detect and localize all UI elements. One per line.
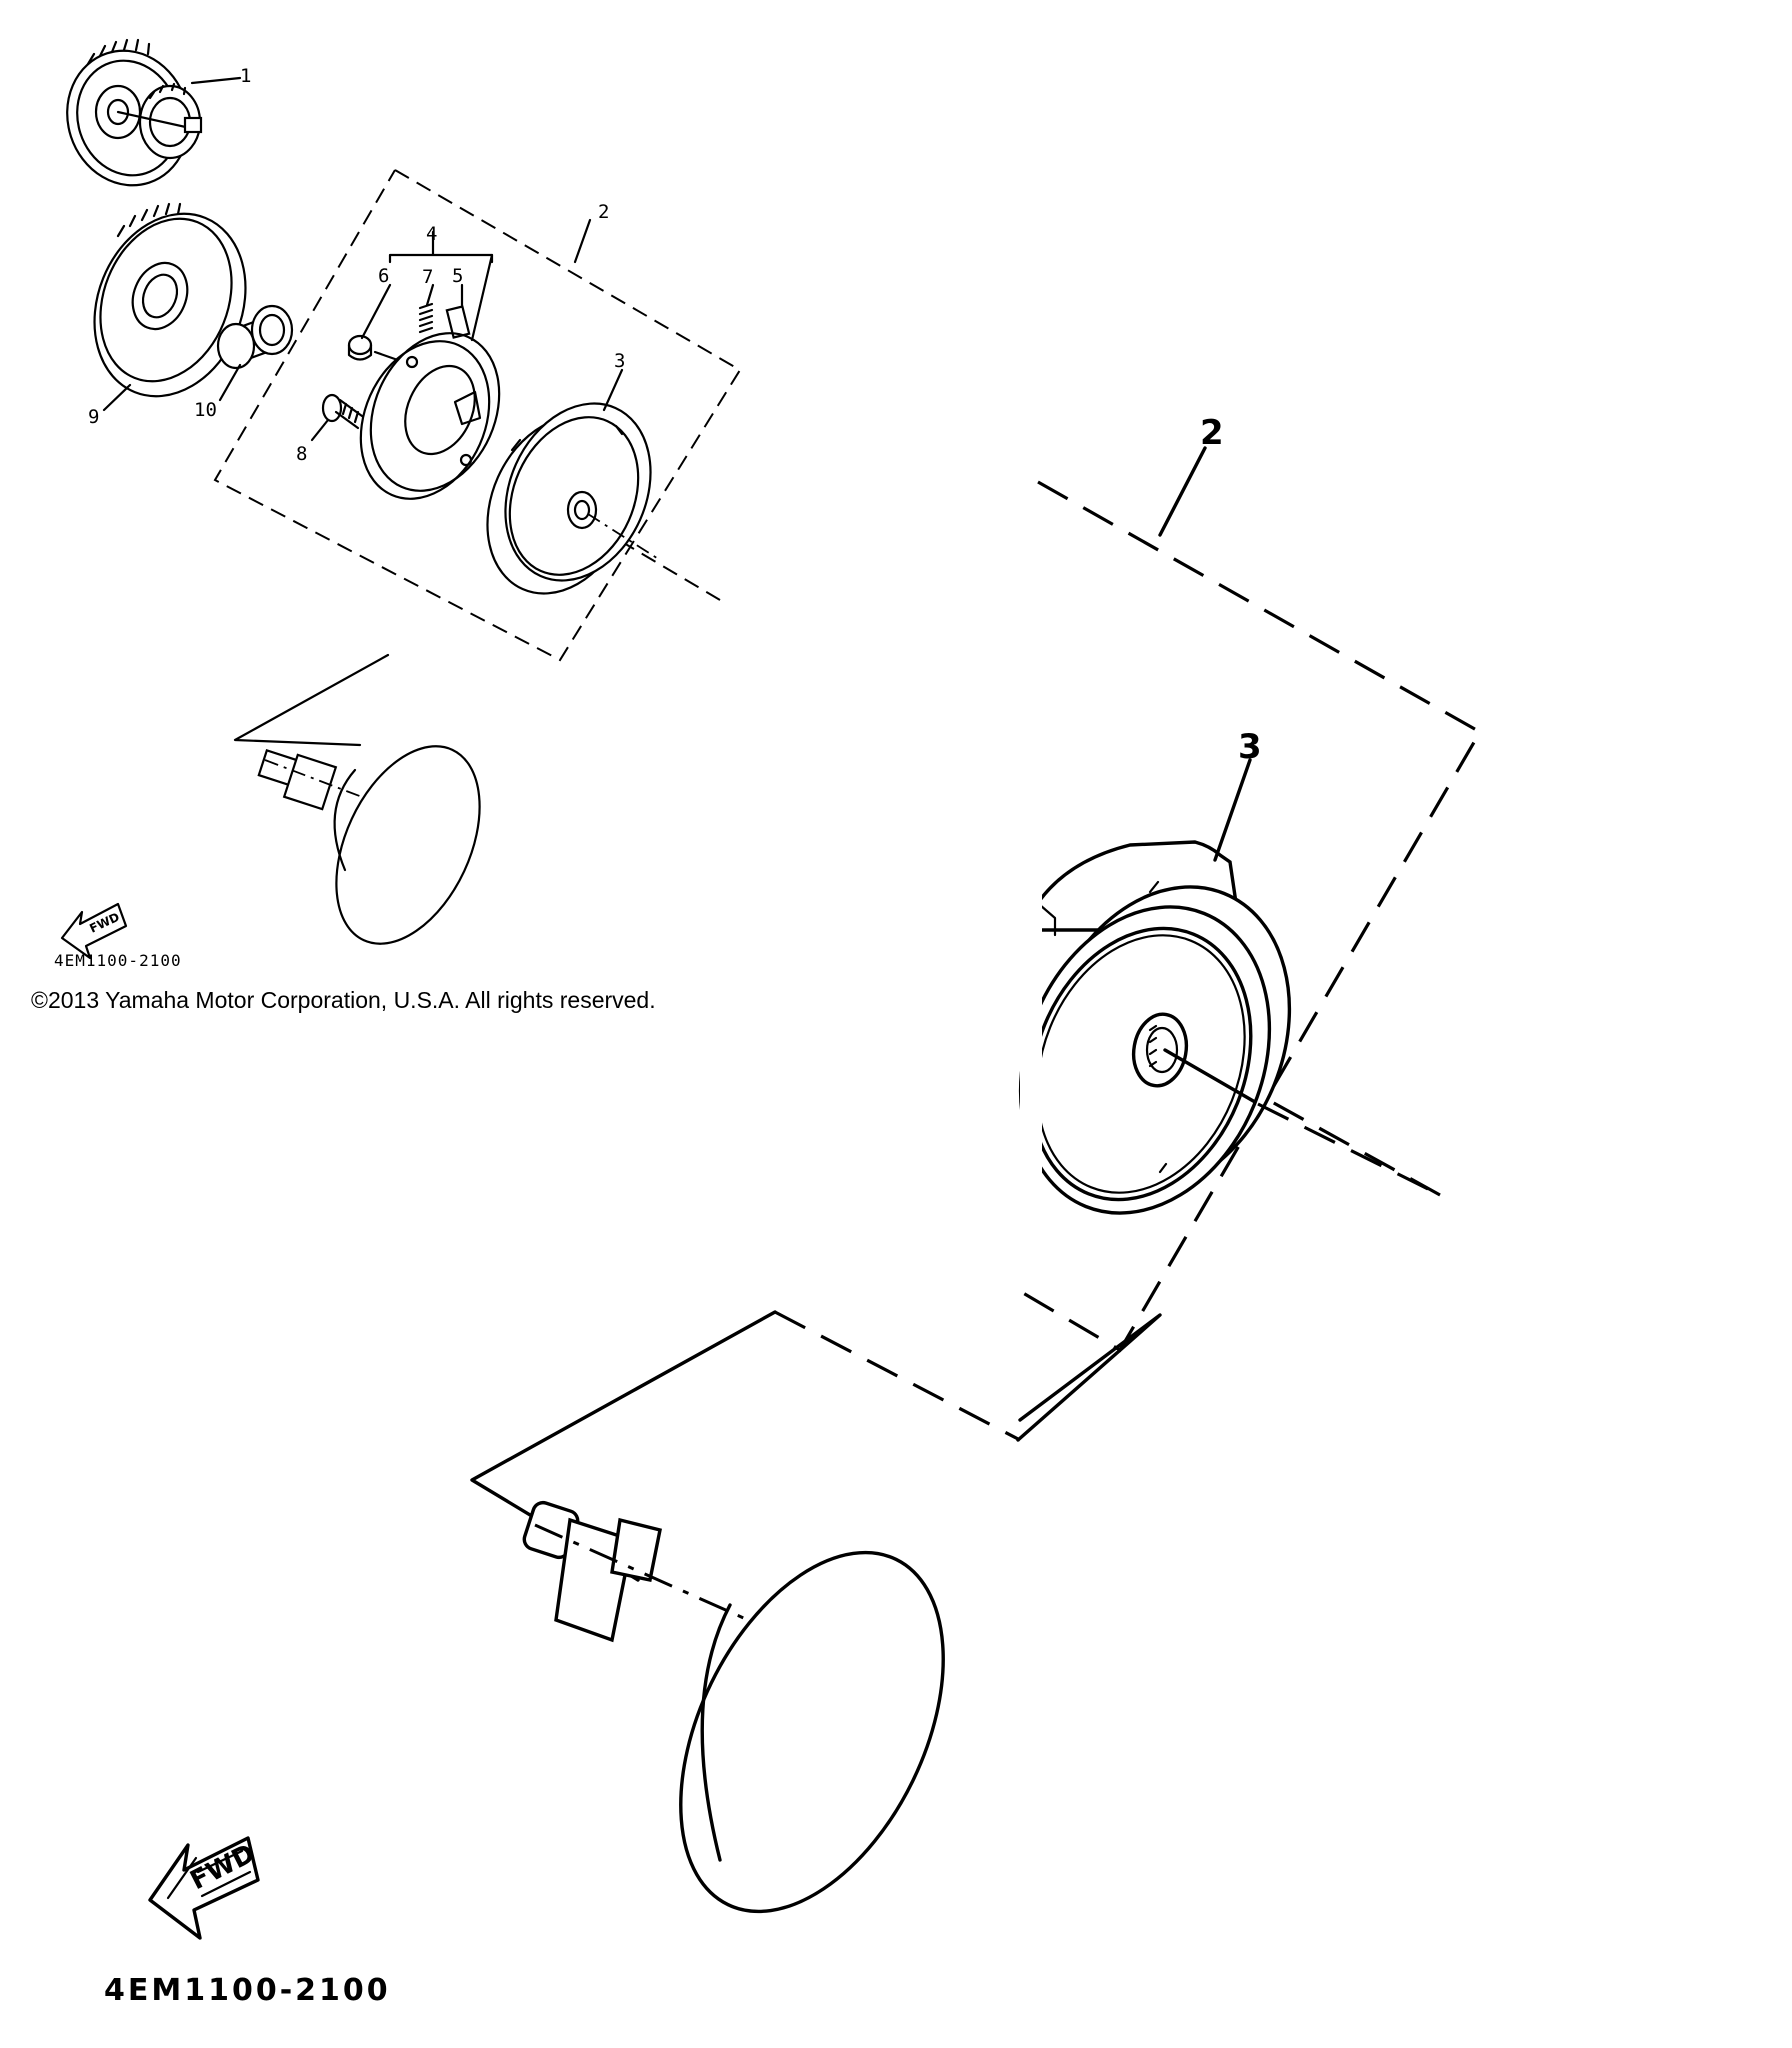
detail-diagram: 2 3 — [104, 413, 1483, 2008]
diagram-code-large: 4EM1100-2100 — [104, 1973, 391, 2008]
detail-part-3-housing — [1018, 840, 1292, 1220]
detail-callout-2: 2 — [1200, 413, 1224, 453]
part-8-bolt — [321, 393, 364, 430]
callout-9: 9 — [88, 406, 99, 428]
detail-callout-3: 3 — [1238, 727, 1262, 767]
callout-5: 5 — [452, 265, 463, 287]
detail-shaft-disc — [470, 1310, 1162, 1914]
part-9-plate — [93, 202, 247, 398]
callout-8: 8 — [296, 443, 307, 465]
part-1-gear-shaft — [66, 38, 203, 187]
svg-text:FWD: FWD — [186, 1839, 260, 1897]
part-6-plug — [347, 334, 373, 361]
callout-6: 6 — [378, 265, 389, 287]
diagram-code-small: 4EM1100-2100 — [54, 951, 182, 970]
fwd-arrow-large-icon: FWD — [148, 1836, 260, 1940]
callout-3: 3 — [614, 350, 625, 372]
callout-2: 2 — [598, 201, 609, 223]
callout-1: 1 — [240, 65, 251, 87]
part-3-housing — [486, 402, 652, 595]
callout-10: 10 — [194, 399, 217, 421]
overview-diagram: FWD 1 2 4 6 7 5 3 9 10 8 4EM1100-2100 — [54, 38, 742, 970]
copyright-notice: ©2013 Yamaha Motor Corporation, U.S.A. A… — [31, 987, 656, 1013]
part-7-spring — [418, 302, 434, 334]
shaft-disc — [233, 653, 481, 945]
fwd-arrow-small-icon: FWD — [60, 902, 128, 960]
callout-4: 4 — [426, 223, 437, 245]
callout-7: 7 — [422, 266, 433, 288]
part-10-bushing — [216, 304, 294, 370]
part-4-ring-plate — [359, 332, 501, 500]
